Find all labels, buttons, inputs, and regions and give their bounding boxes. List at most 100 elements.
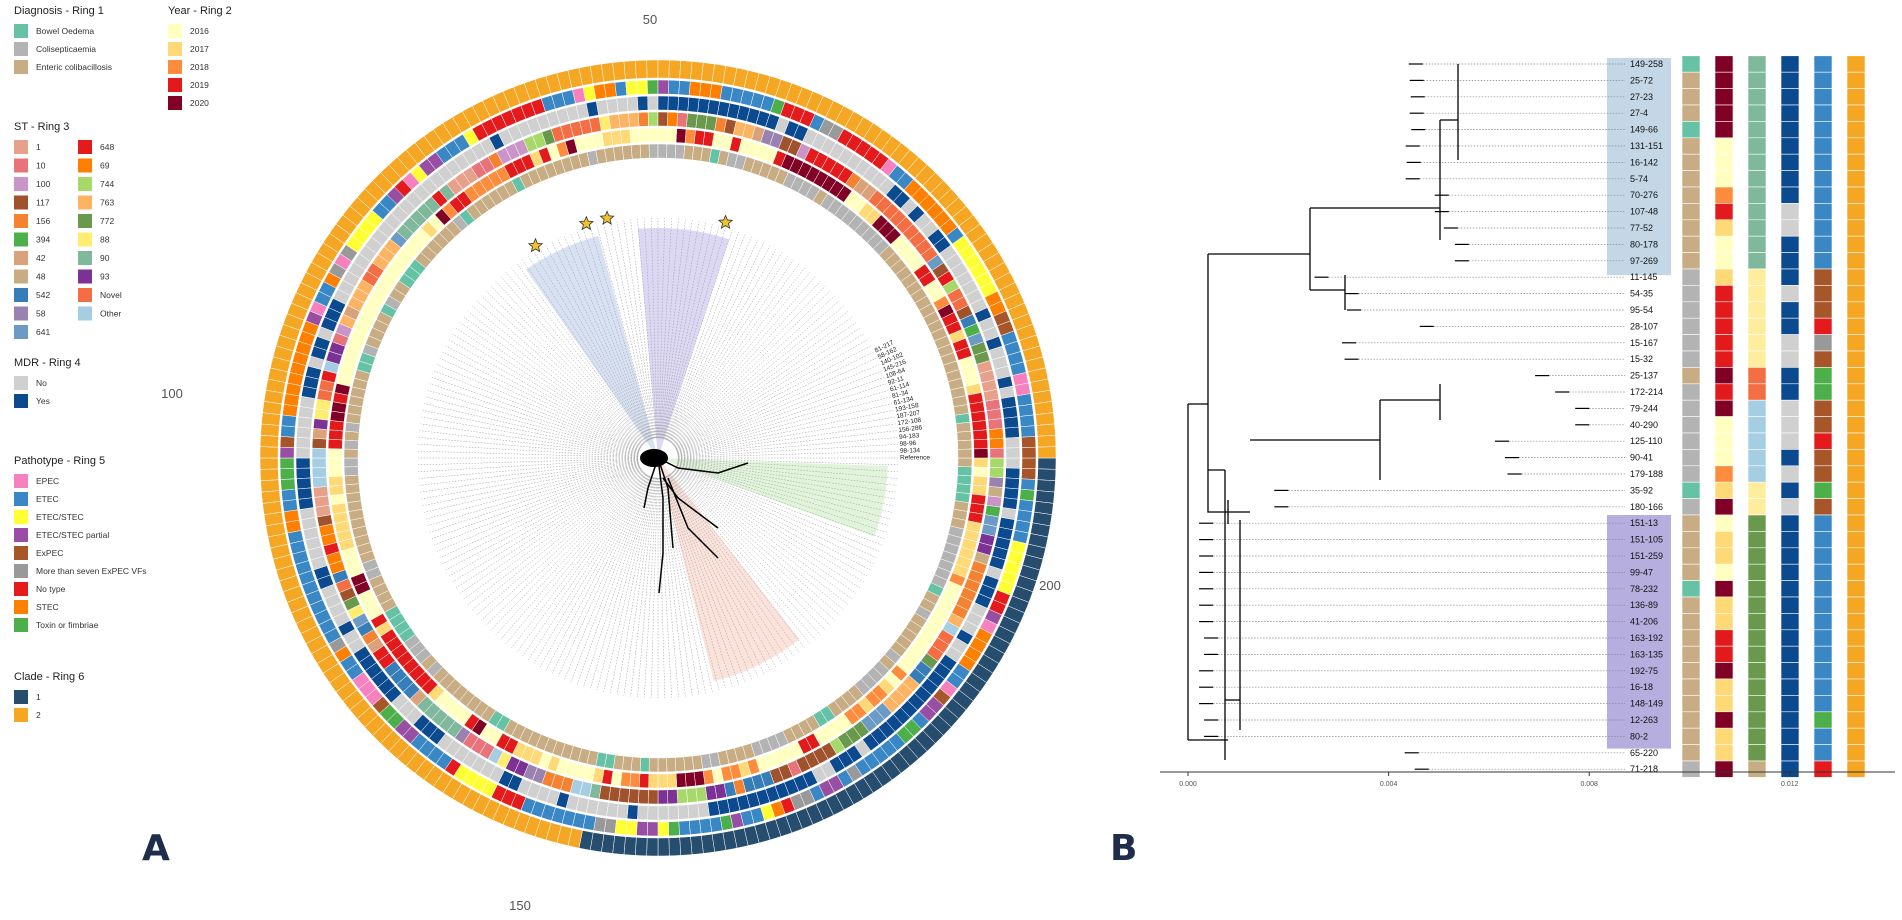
ring-segment bbox=[1036, 423, 1056, 437]
tip-spoke bbox=[418, 459, 639, 479]
tip-spoke bbox=[452, 333, 642, 448]
metadata-cell bbox=[1813, 121, 1833, 139]
metadata-cell bbox=[1747, 383, 1767, 401]
legend-swatch bbox=[168, 96, 182, 110]
metadata-cell bbox=[1846, 301, 1866, 319]
tip-spoke bbox=[664, 476, 739, 685]
ring-segment bbox=[328, 475, 344, 487]
tree-tip-label: 179-188 bbox=[1630, 469, 1663, 479]
ring-segment bbox=[1004, 477, 1020, 490]
metadata-cell bbox=[1747, 596, 1767, 614]
ring-segment bbox=[279, 457, 295, 470]
metadata-cell bbox=[1846, 662, 1866, 680]
tip-spoke bbox=[516, 263, 647, 442]
axis-tick-label: 0.000 bbox=[1179, 781, 1197, 788]
tip-spoke bbox=[673, 311, 849, 446]
ring-segment bbox=[313, 495, 330, 508]
tip-spoke bbox=[425, 396, 639, 454]
metadata-cell bbox=[1747, 645, 1767, 663]
metadata-cell bbox=[1846, 547, 1866, 565]
ring-segment bbox=[295, 447, 311, 459]
metadata-cell bbox=[1846, 449, 1866, 467]
tip-spoke bbox=[665, 476, 752, 680]
metadata-cell bbox=[1747, 498, 1767, 516]
tip-spoke bbox=[666, 475, 765, 674]
ring-segment bbox=[648, 127, 659, 143]
tip-spoke bbox=[424, 403, 639, 454]
metadata-cell bbox=[1780, 596, 1800, 614]
metadata-cell bbox=[1813, 268, 1833, 286]
ring-segment bbox=[1021, 446, 1037, 459]
metadata-cell bbox=[1846, 711, 1866, 729]
ring-label-150: 150 bbox=[509, 898, 531, 913]
metadata-cell bbox=[1681, 760, 1701, 778]
ring-4 bbox=[295, 95, 1021, 821]
metadata-cell bbox=[1813, 711, 1833, 729]
tip-spoke bbox=[481, 471, 644, 621]
tip-spoke bbox=[671, 285, 826, 444]
tip-spoke bbox=[623, 477, 656, 696]
ring-axis-labels: 50 100 150 200 bbox=[161, 12, 1061, 913]
ring-segment bbox=[638, 127, 650, 143]
tip-spoke bbox=[658, 477, 672, 698]
metadata-cell bbox=[1747, 186, 1767, 204]
ring-segment bbox=[657, 837, 670, 857]
metadata-cell bbox=[1714, 186, 1734, 204]
ring-segment bbox=[262, 501, 283, 515]
tip-spoke bbox=[445, 467, 641, 571]
legend-item-label: 156 bbox=[36, 216, 50, 226]
metadata-cell bbox=[1813, 235, 1833, 253]
metadata-cell bbox=[1747, 350, 1767, 368]
ring-segment bbox=[956, 430, 972, 442]
legend-item-label: 90 bbox=[100, 253, 110, 263]
metadata-cell bbox=[1681, 268, 1701, 286]
ring-segment bbox=[989, 437, 1005, 449]
ring-segment bbox=[618, 787, 630, 804]
tip-spoke bbox=[675, 467, 871, 571]
tip-spoke bbox=[429, 463, 640, 533]
tip-spoke bbox=[670, 272, 811, 443]
ring-segment bbox=[1021, 457, 1037, 470]
ring-segment bbox=[693, 770, 706, 787]
metadata-cell bbox=[1747, 153, 1767, 171]
metadata-cell bbox=[1681, 317, 1701, 335]
metadata-cell bbox=[1747, 416, 1767, 434]
circular-tip-label: Reference bbox=[900, 455, 930, 462]
ring-segment bbox=[646, 821, 659, 837]
tree-tip-label: 95-54 bbox=[1630, 305, 1653, 315]
ring-segment bbox=[282, 499, 298, 513]
metadata-cell bbox=[1780, 744, 1800, 762]
ring-segment bbox=[312, 418, 329, 430]
tip-spoke bbox=[660, 219, 686, 439]
ring-segment bbox=[606, 98, 619, 114]
tree-tip-label: 131-151 bbox=[1630, 141, 1663, 151]
tree-tip-label: 151-13 bbox=[1630, 518, 1658, 528]
tip-spoke bbox=[422, 410, 639, 455]
axis-tick-label: 0.012 bbox=[1781, 781, 1799, 788]
tree-tip-label: 97-269 bbox=[1630, 256, 1658, 266]
metadata-cell bbox=[1780, 514, 1800, 532]
ring-segment bbox=[344, 474, 360, 486]
legend-item-label: 2018 bbox=[190, 62, 209, 72]
ring-segment bbox=[1037, 457, 1057, 470]
tip-spoke bbox=[669, 474, 800, 653]
metadata-cell bbox=[1846, 760, 1866, 778]
ring-segment bbox=[674, 144, 686, 160]
ring-segment bbox=[688, 819, 702, 835]
metadata-cell bbox=[1714, 235, 1734, 253]
ring-segment bbox=[688, 81, 702, 97]
tip-spoke bbox=[674, 468, 864, 583]
metadata-cell bbox=[1747, 301, 1767, 319]
metadata-cell bbox=[1681, 580, 1701, 598]
tip-spoke bbox=[596, 225, 654, 439]
tip-spoke bbox=[419, 460, 639, 486]
ring-segment bbox=[667, 95, 679, 111]
metadata-cell bbox=[1714, 383, 1734, 401]
ring-segment bbox=[614, 81, 628, 97]
tip-spoke bbox=[658, 218, 666, 439]
ring-segment bbox=[1004, 426, 1020, 439]
tip-spoke bbox=[431, 377, 640, 452]
metadata-cell bbox=[1846, 744, 1866, 762]
